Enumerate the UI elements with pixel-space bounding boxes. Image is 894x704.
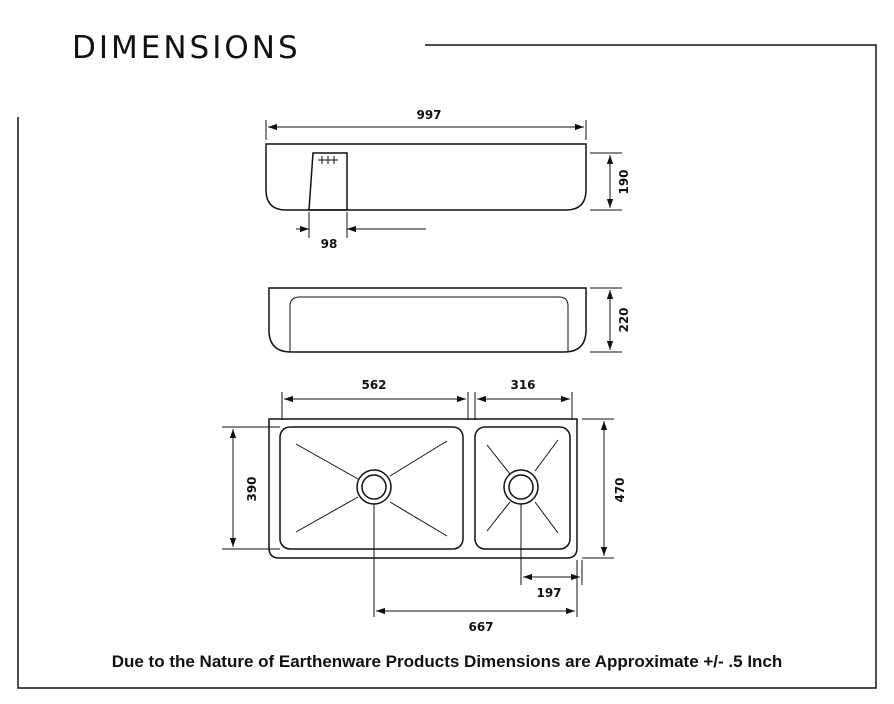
dim-small-bowl-length: 316 [510,378,535,392]
dim-front-height: 190 [617,169,631,194]
dim-bowl-width: 390 [245,476,259,501]
dimension-lines-plan [222,392,614,617]
plan-view [268,418,578,559]
page-frame [17,44,877,689]
dim-overall-length: 997 [416,108,441,122]
page-title: DIMENSIONS [72,30,301,66]
front-view [265,143,587,211]
end-view [268,287,587,353]
dim-waste-offset: 197 [536,586,561,600]
disclaimer-note: Due to the Nature of Earthenware Product… [111,652,783,671]
dim-tap-ledge: 98 [321,237,338,251]
dim-waste-to-waste: 667 [468,620,493,634]
dim-overall-width: 470 [613,477,627,502]
dimension-lines-end [590,287,622,353]
dim-end-height: 220 [617,307,631,332]
dimension-lines-front [265,120,622,238]
dim-large-bowl-length: 562 [361,378,386,392]
